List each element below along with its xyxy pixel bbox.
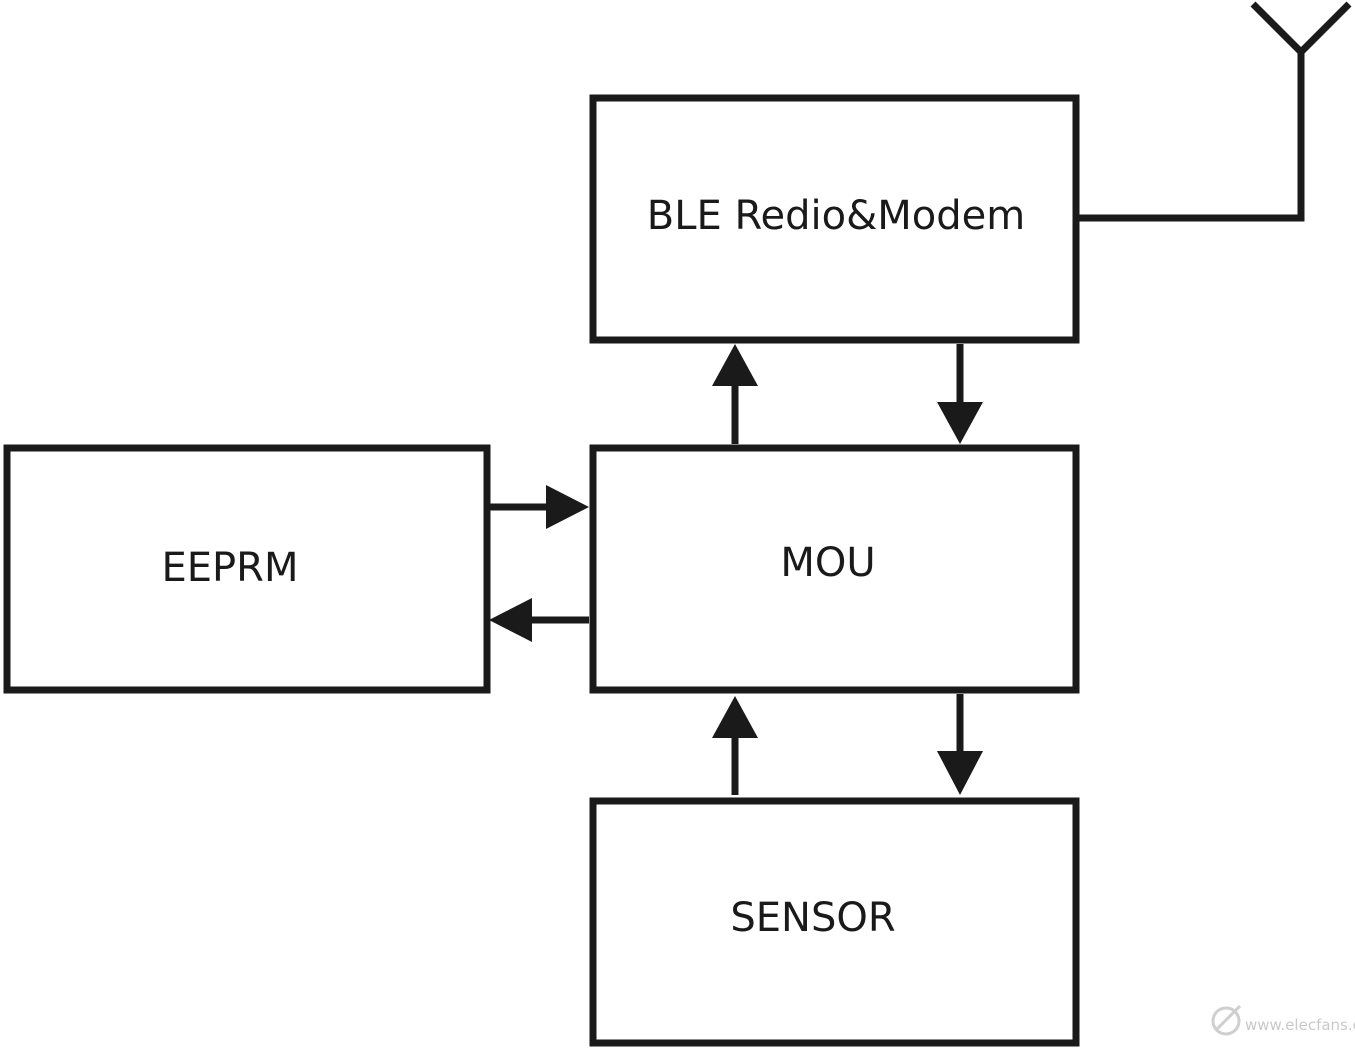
sensor-label: SENSOR	[730, 895, 895, 941]
arrow-mou-to-eeprm	[489, 598, 589, 642]
antenna-icon	[1076, 1, 1352, 222]
mou-label: MOU	[780, 540, 875, 586]
sensor-block: SENSOR	[589, 797, 1080, 1047]
mou-block: MOU	[589, 444, 1080, 694]
ble-radio-modem-block: BLE Redio&Modem	[589, 94, 1080, 344]
ble-radio-modem-label: BLE Redio&Modem	[647, 193, 1025, 239]
arrow-ble-to-mou	[937, 344, 983, 444]
arrow-mou-to-ble	[712, 344, 758, 444]
eeprm-block: EEPRM	[3, 444, 491, 694]
eeprm-label: EEPRM	[162, 545, 299, 591]
arrow-sensor-to-mou	[712, 696, 758, 795]
arrow-mou-to-sensor	[937, 694, 983, 795]
arrow-eeprm-to-mou	[489, 485, 589, 529]
watermark: www.elecfans.com	[1211, 1004, 1355, 1036]
watermark-logo-icon	[1211, 1004, 1242, 1036]
watermark-text: www.elecfans.com	[1245, 1016, 1355, 1034]
